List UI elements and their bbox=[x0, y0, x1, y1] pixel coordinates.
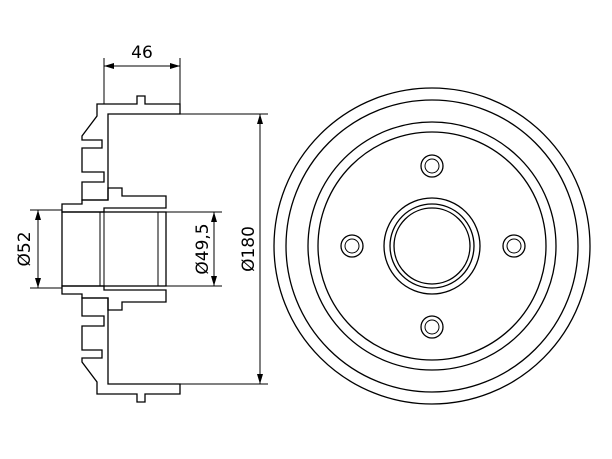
hub-outer-circle bbox=[383, 197, 481, 295]
drum-inner-ring-circle bbox=[317, 131, 547, 361]
bore-outline bbox=[61, 211, 167, 287]
bolt-hole-right bbox=[502, 234, 526, 258]
upper-shell-section bbox=[81, 95, 181, 201]
lower-shell-section bbox=[81, 297, 181, 403]
bolt-hole-bottom bbox=[420, 315, 444, 339]
hub-lower-section bbox=[61, 285, 167, 311]
outer-diameter-label: Ø180 bbox=[239, 226, 259, 272]
dimension-width: 46 bbox=[103, 43, 181, 104]
width-label: 46 bbox=[131, 43, 153, 63]
hub-bore-circle bbox=[393, 207, 471, 285]
dimension-bore-diameter: Ø49,5 bbox=[166, 211, 222, 287]
drum-face-circle bbox=[307, 121, 557, 371]
dimension-inner-diameter: Ø52 bbox=[15, 209, 62, 289]
drum-outer-circle bbox=[273, 87, 591, 405]
front-view bbox=[273, 87, 591, 405]
hub-upper-section bbox=[61, 187, 167, 213]
hub-inner-circle bbox=[389, 203, 475, 289]
section-view bbox=[61, 95, 181, 403]
drum-rim-circle bbox=[285, 99, 579, 393]
bore-diameter-label: Ø49,5 bbox=[193, 223, 213, 274]
bolt-hole-left bbox=[340, 234, 364, 258]
bolt-hole-top bbox=[420, 154, 444, 178]
dimension-outer-diameter: Ø180 bbox=[180, 113, 268, 385]
inner-diameter-label: Ø52 bbox=[15, 231, 35, 266]
